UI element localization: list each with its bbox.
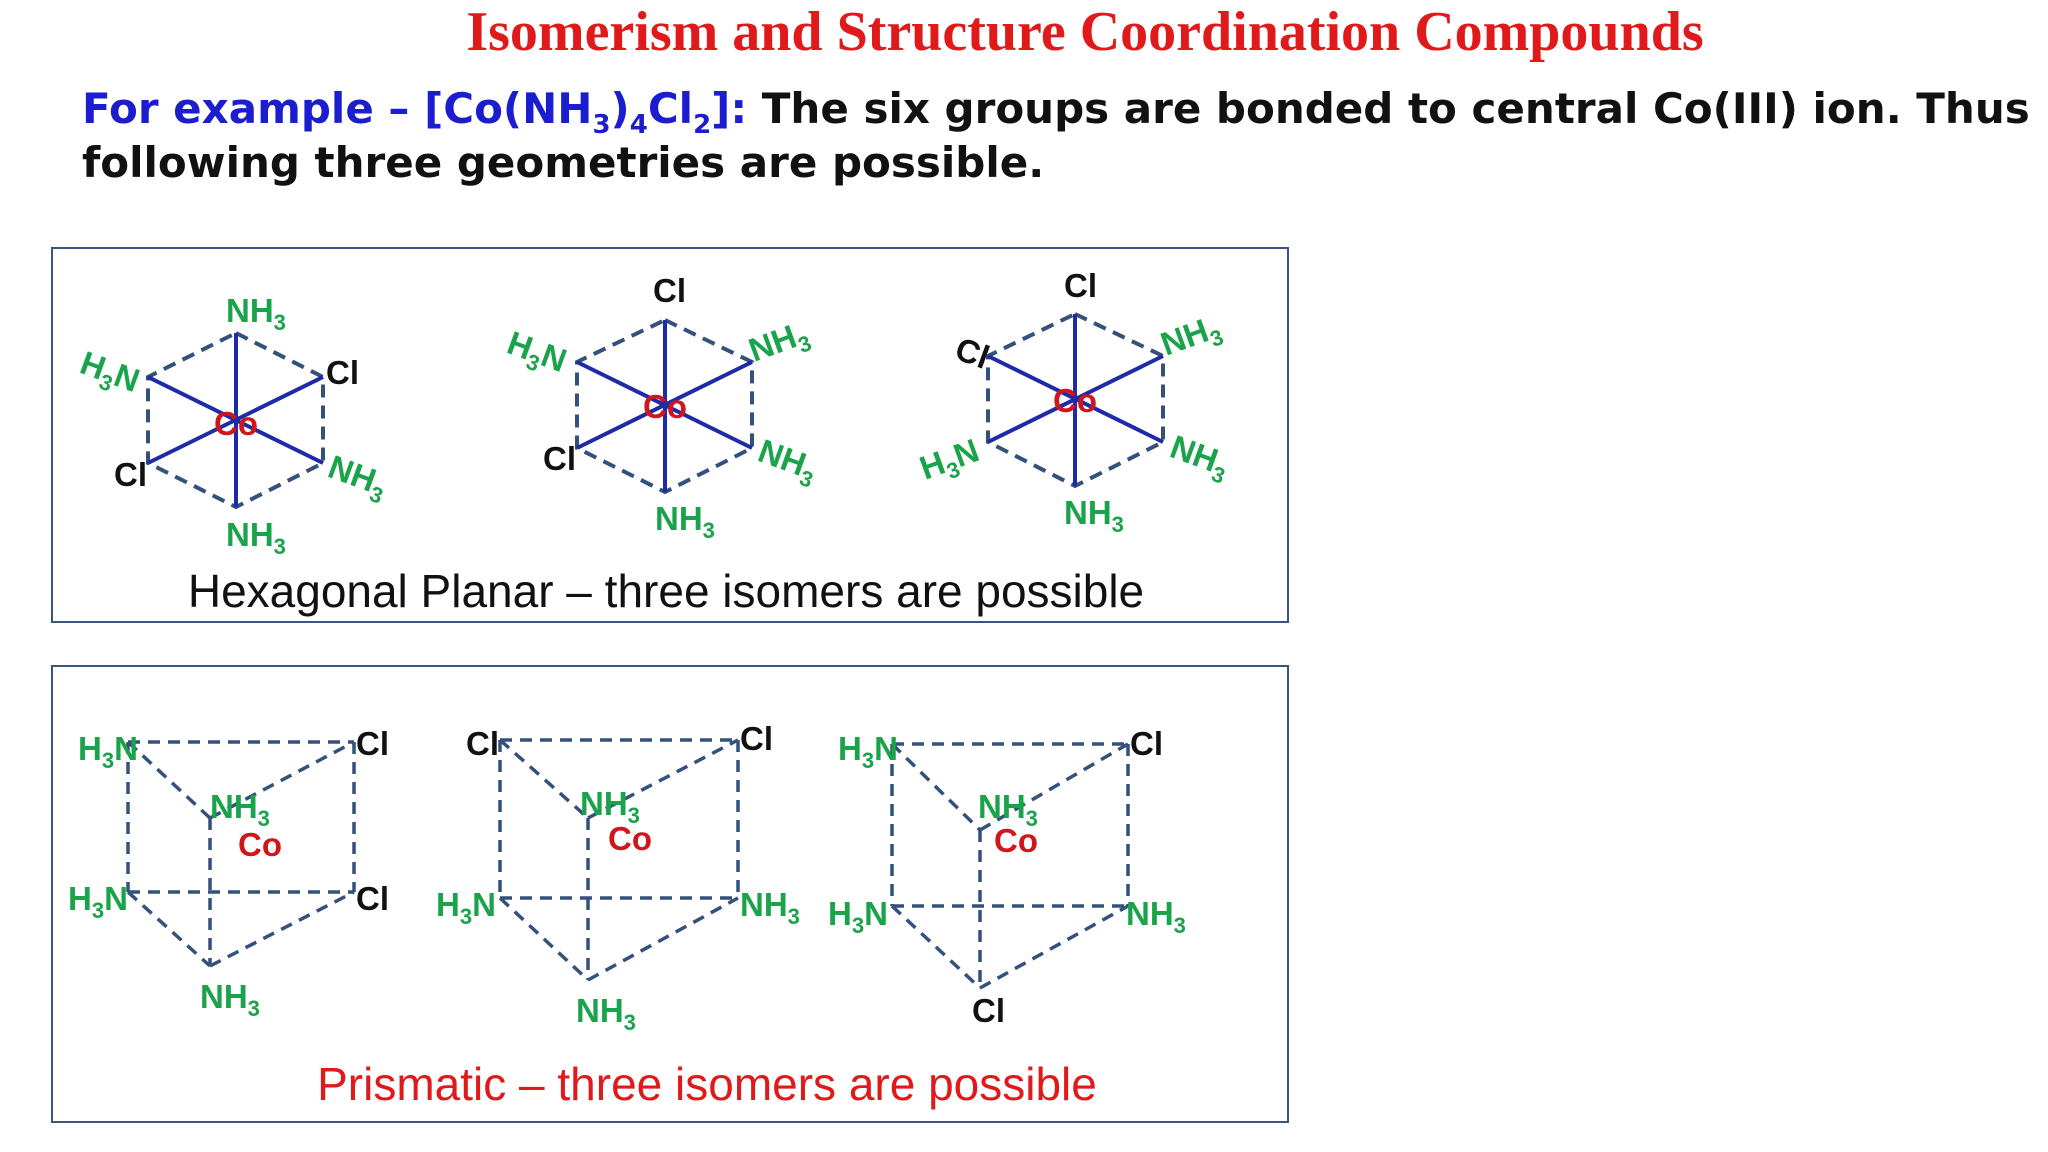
ligand-cl: Cl [356, 725, 389, 762]
ligand-h3n: H3N [78, 730, 138, 773]
metal-co: Co [1053, 382, 1097, 419]
ligand-cl: Cl [972, 992, 1005, 1029]
ligand-cl: Cl [740, 720, 773, 757]
metal-co: Co [238, 826, 282, 863]
ligand-nh3: NH3 [655, 500, 715, 543]
prismatic-caption: Prismatic – three isomers are possible [317, 1058, 1097, 1110]
metal-co: Co [214, 405, 258, 442]
ligand-h3n: H3N [436, 886, 496, 929]
ligand-h3n: H3N [915, 431, 986, 492]
metal-co: Co [643, 388, 687, 425]
ligand-cl: Cl [653, 272, 686, 309]
ligand-cl: Cl [326, 354, 359, 391]
ligand-nh3: NH3 [580, 785, 640, 828]
hexagonal-caption: Hexagonal Planar – three isomers are pos… [188, 565, 1144, 617]
prism-isomer-2: Cl Cl NH3 Co H3N NH3 NH3 [436, 720, 800, 1035]
slide-title: Isomerism and Structure Coordination Com… [466, 1, 1703, 63]
ligand-cl: Cl [1130, 725, 1163, 762]
ligand-cl: Cl [466, 725, 499, 762]
ligand-nh3: NH3 [1164, 428, 1235, 489]
ligand-nh3: NH3 [1126, 895, 1186, 938]
ligand-nh3: NH3 [322, 448, 393, 509]
hex-isomer-2: Co Cl NH3 H3N NH3 NH3 Cl [501, 272, 823, 543]
ligand-nh3: NH3 [1156, 307, 1227, 368]
ligand-nh3: NH3 [210, 788, 270, 831]
ligand-cl: Cl [1064, 267, 1097, 304]
hex-isomer-1: Co NH3 NH3 H3N NH3 Cl Cl [74, 292, 393, 559]
hex-isomer-3: Co Cl NH3 Cl NH3 NH3 H3N [915, 267, 1235, 537]
metal-co: Co [994, 822, 1038, 859]
ligand-cl: Cl [356, 880, 389, 917]
prism-isomer-1: H3N Cl NH3 Co H3N Cl NH3 [68, 725, 389, 1021]
ligand-nh3: NH3 [576, 992, 636, 1035]
intro-lead: For example – [82, 84, 409, 133]
ligand-h3n: H3N [501, 324, 572, 385]
ligand-nh3: NH3 [226, 516, 286, 559]
intro-line-1: For example – [Co(NH3)4Cl2]: The six gro… [82, 84, 2030, 140]
ligand-cl: Cl [114, 456, 147, 493]
ligand-h3n: H3N [828, 895, 888, 938]
ligand-nh3: NH3 [978, 788, 1038, 831]
ligand-h3n: H3N [68, 880, 128, 923]
prismatic-panel [51, 665, 1289, 1123]
ligand-cl: Cl [543, 440, 576, 477]
ligand-h3n: H3N [838, 730, 898, 773]
prism-isomer-3: H3N Cl NH3 Co H3N NH3 Cl [828, 725, 1186, 1029]
intro-text-1: The six groups are bonded to central Co(… [762, 84, 2030, 133]
ligand-nh3: NH3 [200, 978, 260, 1021]
intro-line-2: following three geometries are possible. [82, 138, 1044, 187]
metal-co: Co [608, 820, 652, 857]
ligand-h3n: H3N [74, 344, 145, 405]
ligand-nh3: NH3 [752, 432, 823, 493]
ligand-nh3: NH3 [744, 313, 815, 374]
ligand-nh3: NH3 [1064, 494, 1124, 537]
ligand-nh3: NH3 [226, 292, 286, 335]
hexagonal-panel [51, 247, 1289, 623]
ligand-nh3: NH3 [740, 886, 800, 929]
